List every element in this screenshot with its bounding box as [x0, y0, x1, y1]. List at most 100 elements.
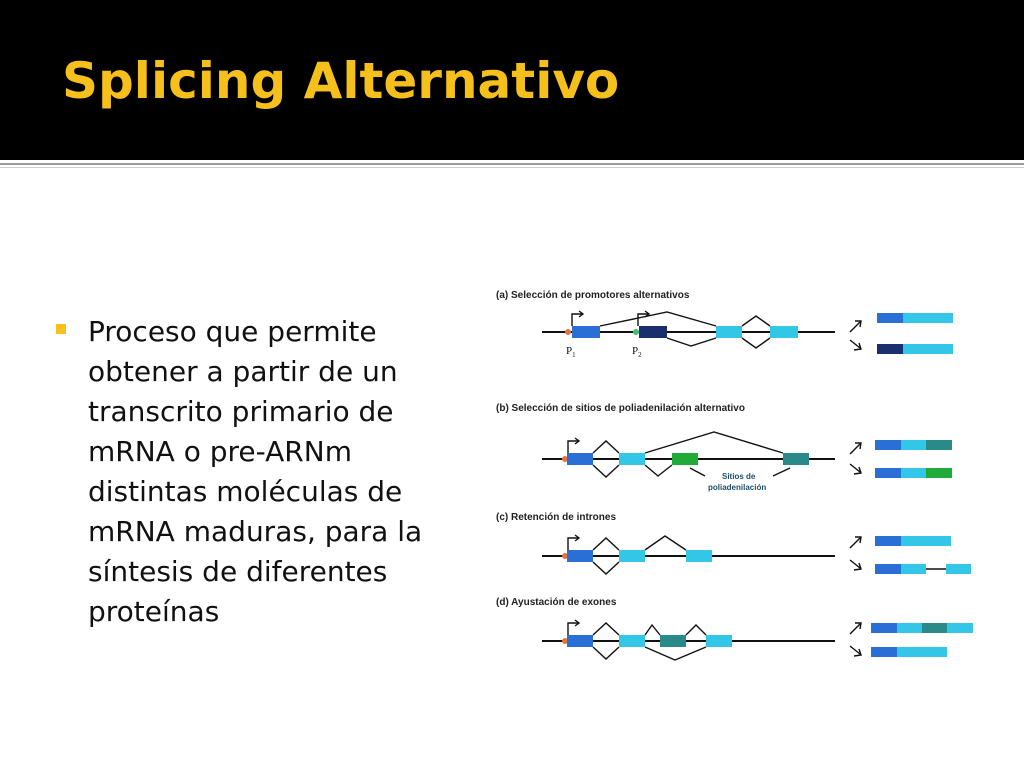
- splice-arc-top: [592, 622, 620, 636]
- promoter-arrow-icon: [571, 313, 582, 326]
- promoter-2-dot: [633, 329, 639, 335]
- mrna-d1-exon: [897, 623, 922, 633]
- panel-b: (b) Selección de sitios de poliadenilaci…: [496, 403, 952, 492]
- splice-arc-top: [592, 440, 620, 454]
- promoter-dot: [562, 553, 568, 559]
- exon-1: [567, 453, 593, 465]
- splice-arc-top: [644, 623, 661, 636]
- bullet-text: Proceso que permite obtener a partir de …: [88, 315, 423, 628]
- exon-polya-2: [783, 453, 809, 465]
- splice-arc-bottom: [592, 561, 620, 575]
- promoter-1-dot: [565, 329, 571, 335]
- panel-c: (c) Retención de intrones: [496, 512, 971, 575]
- pointer-arrow-icon: [772, 467, 791, 477]
- output-arrow-icon: [849, 463, 861, 473]
- panel-a-label: (a) Selección de promotores alternativos: [496, 290, 690, 301]
- panel-c-label: (c) Retención de intrones: [496, 512, 616, 523]
- arrowhead-icon: [855, 442, 862, 450]
- splice-arc-bottom: [592, 646, 620, 660]
- arrowhead-icon: [855, 622, 862, 630]
- output-arrow-icon: [849, 623, 861, 635]
- promoter-dot: [562, 456, 568, 462]
- exon-4: [770, 326, 798, 338]
- splice-arc-top: [592, 537, 620, 551]
- mrna-a1-exon: [877, 313, 903, 323]
- output-arrow-icon: [849, 537, 861, 549]
- mrna-d1-exon: [947, 623, 973, 633]
- splice-arc-bottom: [666, 337, 717, 347]
- splice-arc-bottom: [644, 646, 707, 661]
- arrowhead-icon: [574, 619, 581, 627]
- mrna-a2-exon: [903, 344, 928, 354]
- mrna-c1-exon: [875, 536, 901, 546]
- mrna-b1-exon: [926, 440, 952, 450]
- promoter-1-label: P1: [566, 345, 576, 359]
- mrna-b1-exon: [901, 440, 926, 450]
- mrna-a1-exon: [928, 313, 953, 323]
- mrna-a2-exon: [877, 344, 903, 354]
- pointer-arrow-icon: [689, 467, 706, 477]
- mrna-c1-exon: [901, 536, 926, 546]
- output-arrow-icon: [849, 321, 861, 333]
- title-divider-thin: [0, 167, 1024, 168]
- mrna-b2-exon: [926, 468, 952, 478]
- arrowhead-icon: [853, 562, 862, 571]
- panel-b-label: (b) Selección de sitios de poliadenilaci…: [496, 403, 745, 414]
- exon-2: [619, 550, 645, 562]
- slide-title: Splicing Alternativo: [62, 52, 620, 110]
- splice-arc-bottom: [741, 337, 771, 349]
- promoter-arrow-icon: [567, 622, 578, 635]
- exon-3: [716, 326, 742, 338]
- mrna-c2-exon: [875, 564, 901, 574]
- exon-4: [706, 635, 732, 647]
- arrowhead-icon: [855, 320, 862, 328]
- arrowhead-icon: [853, 648, 862, 657]
- mrna-c1-exon: [926, 536, 951, 546]
- output-arrow-icon: [849, 645, 861, 655]
- mrna-a1-exon: [903, 313, 928, 323]
- mrna-d2-exon: [871, 647, 897, 657]
- exon-1: [567, 635, 593, 647]
- splice-arc-top: [685, 624, 707, 636]
- panel-a: (a) Selección de promotores alternativos…: [496, 290, 953, 359]
- exon-1: [567, 550, 593, 562]
- exon-2: [619, 453, 645, 465]
- exon-2: [639, 326, 667, 338]
- polya-note: poliadenilación: [708, 483, 766, 492]
- exon-polya-1: [672, 453, 698, 465]
- panel-d: (d) Ayustación de exones: [496, 597, 973, 661]
- output-arrow-icon: [849, 559, 861, 569]
- splice-arc-top: [741, 315, 771, 327]
- bullet-square-icon: [56, 324, 66, 334]
- exon-2: [619, 635, 645, 647]
- arrowhead-icon: [853, 342, 862, 351]
- mrna-d1-exon: [922, 623, 947, 633]
- polya-note: Sitios de: [722, 472, 756, 481]
- exon-3: [686, 550, 712, 562]
- splice-arc-bottom: [644, 464, 673, 477]
- splice-arc-top: [644, 535, 687, 551]
- title-divider: [0, 163, 1024, 165]
- panel-d-label: (d) Ayustación de exones: [496, 597, 617, 608]
- promoter-arrow-icon: [567, 537, 578, 550]
- splice-arc-top: [599, 311, 717, 327]
- mrna-c2-exon: [901, 564, 926, 574]
- promoter-dot: [562, 638, 568, 644]
- splice-arc-bottom: [592, 464, 620, 478]
- mrna-b2-exon: [875, 468, 901, 478]
- output-arrow-icon: [849, 339, 861, 349]
- splice-arc-top: [644, 431, 784, 454]
- promoter-arrow-icon: [567, 440, 578, 453]
- splicing-diagram: (a) Selección de promotores alternativos…: [490, 280, 980, 670]
- arrowhead-icon: [855, 536, 862, 544]
- mrna-d2-exon: [922, 647, 947, 657]
- output-arrow-icon: [849, 443, 861, 455]
- exon-3: [660, 635, 686, 647]
- promoter-2-label: P2: [632, 345, 642, 359]
- arrowhead-icon: [853, 466, 862, 475]
- mrna-b1-exon: [875, 440, 901, 450]
- mrna-d2-exon: [897, 647, 922, 657]
- arrowhead-icon: [574, 437, 581, 445]
- arrowhead-icon: [578, 310, 585, 318]
- arrowhead-icon: [574, 534, 581, 542]
